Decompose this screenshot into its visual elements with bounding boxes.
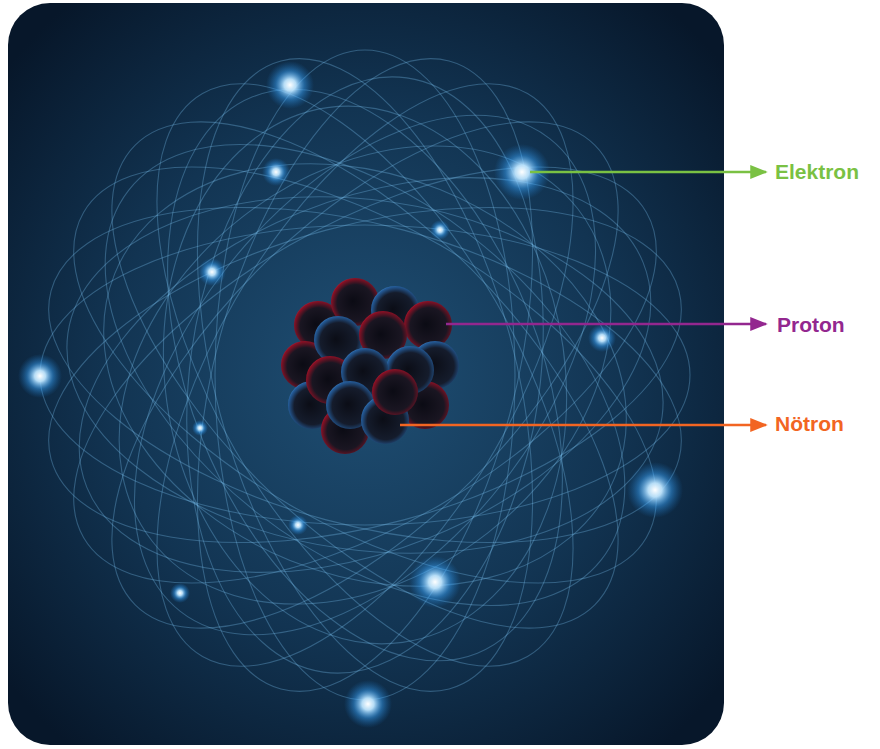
orbit <box>21 100 708 649</box>
proton-label: Proton <box>777 313 845 336</box>
orbit <box>9 83 722 668</box>
orbit <box>40 88 691 661</box>
proton-ball <box>372 369 418 415</box>
electron <box>198 258 226 286</box>
electron <box>409 556 461 608</box>
electron <box>288 515 308 535</box>
electron <box>18 354 62 398</box>
electron <box>170 583 190 603</box>
orbit <box>73 19 658 732</box>
electron-glows <box>18 61 683 728</box>
orbit <box>21 52 709 697</box>
electron <box>588 324 616 352</box>
orbit <box>90 31 639 718</box>
nucleus <box>281 278 459 454</box>
proton-ball <box>404 301 452 349</box>
orbit <box>12 146 717 604</box>
electron <box>262 158 290 186</box>
orbit <box>136 22 594 727</box>
orbit-rosette <box>9 19 722 732</box>
leader-line <box>530 171 766 174</box>
background-panel <box>8 3 724 745</box>
orbit <box>150 54 580 697</box>
electron <box>266 61 314 109</box>
orbit <box>9 83 722 668</box>
orbit <box>44 160 687 590</box>
orbit <box>12 146 717 604</box>
electron <box>344 680 392 728</box>
orbit <box>29 39 701 711</box>
orbit <box>73 19 658 732</box>
leader-line <box>446 323 766 326</box>
electron <box>627 462 683 518</box>
electron-label: Elektron <box>775 160 859 183</box>
leader-lines <box>400 172 766 425</box>
orbit <box>29 51 701 699</box>
electron <box>430 220 450 240</box>
leader-line <box>400 424 766 427</box>
neutron-label: Nötron <box>775 412 844 435</box>
orbit <box>29 39 701 711</box>
electron <box>192 420 208 436</box>
orbit <box>136 22 594 727</box>
orbit <box>42 31 687 719</box>
